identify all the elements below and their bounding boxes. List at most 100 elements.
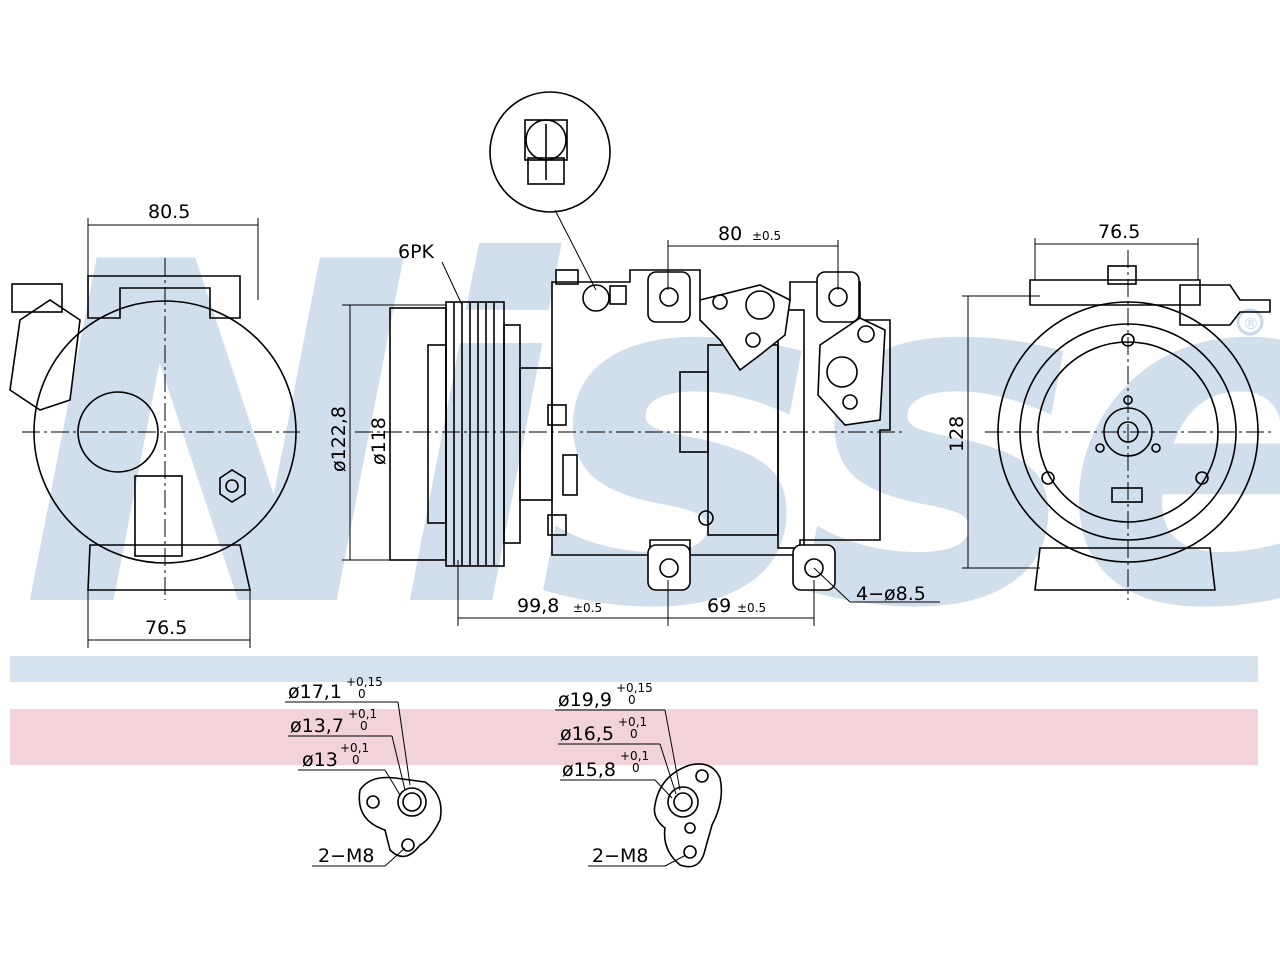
port-left-bolt-1 [366, 795, 380, 809]
dim-69-tol: ±0.5 [737, 601, 766, 615]
port-right-pin [684, 822, 696, 834]
connector-tab [555, 269, 579, 285]
body-tab-2 [547, 514, 567, 536]
connector-housing [609, 285, 627, 305]
dim-80-tol: ±0.5 [752, 229, 781, 243]
left-connector [11, 283, 63, 313]
port-right-dia1-tol-up: +0,15 [616, 681, 653, 695]
body-tab-3 [562, 454, 578, 496]
port-left-dia3-tol-up: +0,1 [340, 741, 369, 755]
port-right-bolt-1 [695, 769, 709, 783]
dim-99-8: 99,8 [517, 595, 559, 617]
port-left-dia1-tol-up: +0,15 [346, 675, 383, 689]
port-left-dia2-tol-up: +0,1 [348, 707, 377, 721]
detail-leader [554, 209, 597, 291]
port-left-leader-1 [397, 701, 411, 786]
mount-lug-top-1 [647, 271, 691, 323]
dim-99-8-tol: ±0.5 [573, 601, 602, 615]
port-left-thread-leader [384, 847, 406, 867]
dim-80: 80 [718, 223, 742, 245]
port-left-bore-inner [402, 792, 422, 812]
right-top-nut [1107, 265, 1137, 285]
dim-76-5-right: 76.5 [1098, 221, 1140, 243]
port-side-bolt-1 [857, 325, 875, 343]
blue-band [10, 656, 1258, 682]
port-block-top [699, 284, 791, 372]
right-pin-3 [1151, 443, 1161, 453]
dim-6pk: 6PK [398, 241, 435, 263]
registered-mark: ® [1243, 314, 1259, 333]
dim-mount-holes: 4−ø8.5 [856, 583, 926, 605]
port-left-flange [358, 776, 442, 858]
port-right-dia3: ø15,8 [562, 759, 616, 781]
left-side-housing [9, 299, 81, 411]
body-tab-1 [547, 404, 567, 426]
port-right-thread: 2−M8 [592, 845, 649, 867]
connector-plug [582, 284, 610, 312]
registered-mark-ring [1236, 308, 1264, 336]
right-connector [1179, 284, 1271, 326]
port-side-circle [826, 356, 858, 388]
port-left-thread: 2−M8 [318, 845, 375, 867]
port-right-dia3-tol-low: 0 [632, 761, 640, 775]
dim-pulley-inner: ø118 [368, 417, 390, 465]
watermark-text: Nissens [20, 164, 1280, 711]
port-left-leader-2 [391, 735, 406, 791]
compressor-body [551, 269, 891, 556]
port-top-circle [745, 290, 775, 320]
port-block-side [817, 317, 886, 426]
mount-lugs [647, 271, 860, 591]
port-left-bolt-2 [401, 838, 415, 852]
port-right-leader-1 [664, 709, 681, 791]
port-right-bore [667, 786, 699, 818]
port-right-dia2: ø16,5 [560, 723, 614, 745]
left-stem [134, 475, 183, 557]
port-top-bolt-2 [745, 332, 761, 348]
dim-80-5: 80.5 [148, 201, 190, 223]
body-flange [777, 309, 805, 549]
dim-6pk-leader [441, 261, 463, 306]
right-bottom-foot [1034, 547, 1216, 591]
watermark: Nissens ® [20, 164, 1280, 711]
body-bolt [698, 510, 714, 526]
port-right-bolt-2 [683, 845, 697, 859]
port-top-bolt-1 [712, 294, 728, 310]
right-bolt-1 [1041, 471, 1055, 485]
pink-band [10, 709, 1258, 765]
connector-detail-bubble [489, 91, 611, 213]
left-nut [219, 469, 246, 503]
port-right-dia1-tol-low: 0 [628, 693, 636, 707]
port-right-dia2-tol-low: 0 [630, 727, 638, 741]
left-nut-hole [225, 479, 239, 493]
dim-69: 69 [707, 595, 731, 617]
port-left-leader-3 [384, 769, 401, 796]
right-view: 76.5 128 [946, 221, 1275, 600]
port-left-dia3: ø13 [302, 749, 338, 771]
left-top-bracket [87, 275, 241, 319]
port-right-dia1: ø19,9 [558, 689, 612, 711]
port-detail-right: ø19,9 +0,15 0 ø16,5 +0,1 0 ø15,8 +0,1 0 … [555, 681, 723, 868]
port-left-dia2-tol-low: 0 [360, 719, 368, 733]
port-right-flange [653, 763, 723, 868]
port-right-dia2-tol-up: +0,1 [618, 715, 647, 729]
mount-hole-top-1 [659, 287, 679, 307]
right-label-plate [1111, 487, 1143, 503]
dim-76-5-left: 76.5 [145, 617, 187, 639]
port-right-bore-inner [673, 792, 693, 812]
right-bolt-2 [1195, 471, 1209, 485]
port-left-bore [397, 787, 427, 817]
port-right-dia3-tol-up: +0,1 [620, 749, 649, 763]
port-right-thread-leader [664, 854, 687, 867]
mount-hole-bottom-2 [804, 558, 824, 578]
right-top-bracket [1029, 279, 1201, 306]
port-left-dia1-tol-low: 0 [358, 687, 366, 701]
dim-holes-leader [813, 567, 851, 603]
center-view: ø122,8 ø118 6PK 80 ±0.5 99,8 ±0.5 69 ±0.… [328, 91, 940, 626]
mount-hole-bottom-1 [659, 558, 679, 578]
left-view: 80.5 76.5 [9, 201, 300, 648]
port-detail-left: ø17,1 +0,15 0 ø13,7 +0,1 0 ø13 +0,1 0 2−… [285, 675, 442, 867]
left-port-circle [77, 391, 159, 473]
port-left-dia3-tol-low: 0 [352, 753, 360, 767]
port-left-dia1: ø17,1 [288, 681, 342, 703]
